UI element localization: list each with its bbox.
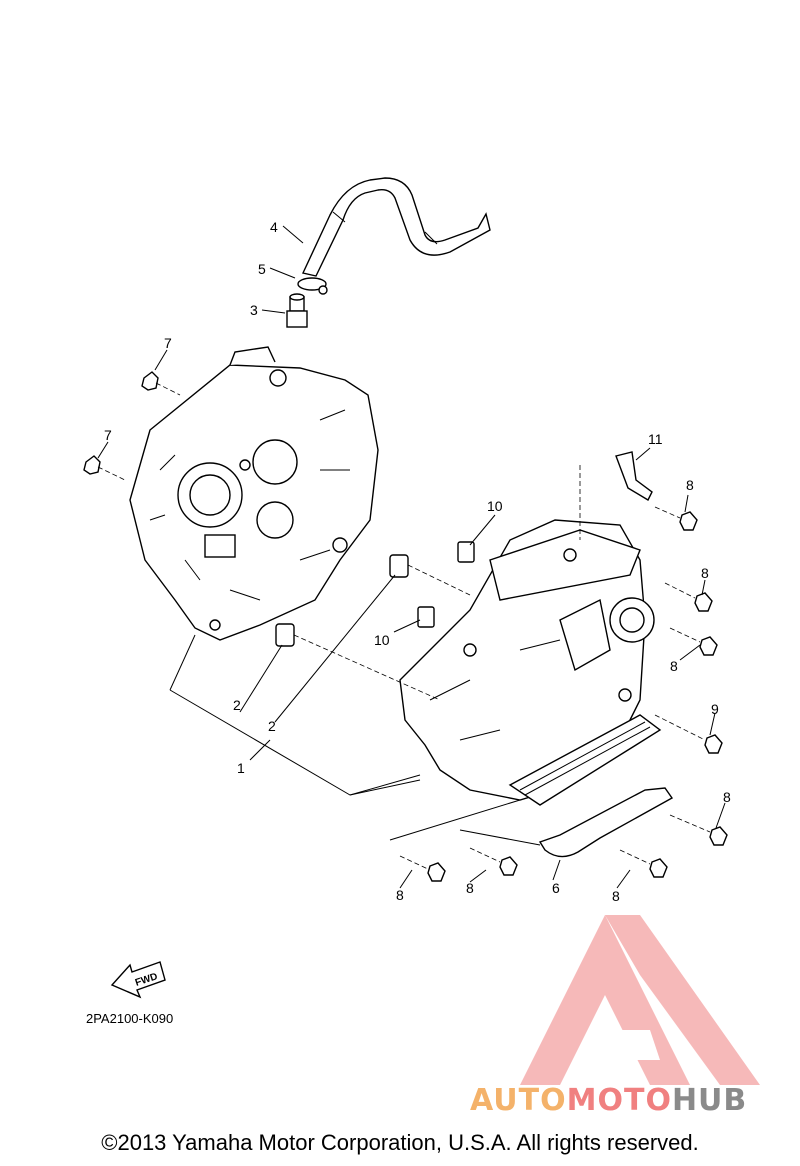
brand-part-hub: HUB <box>671 1083 748 1118</box>
crankcase-right <box>399 519 662 806</box>
label-1: 1 <box>237 760 245 776</box>
brand-part-moto: MOTO <box>566 1083 672 1118</box>
bolt-8-5 <box>399 855 446 882</box>
label-8c: 8 <box>670 658 678 674</box>
diagram-code: 2PA2100-K090 <box>86 1011 174 1026</box>
label-3: 3 <box>250 302 258 318</box>
bolt-8-6 <box>469 847 518 876</box>
label-8g: 8 <box>612 888 620 904</box>
label-11: 11 <box>648 431 663 447</box>
bracket-part-11 <box>615 451 653 501</box>
label-8a: 8 <box>686 477 694 493</box>
bolt-9 <box>654 714 723 754</box>
dowel-pins-part-2 <box>275 554 409 647</box>
brand-part-auto: AUTO <box>470 1083 567 1118</box>
label-10a: 10 <box>487 498 503 514</box>
label-7b: 7 <box>104 427 112 443</box>
fitting-part-3 <box>286 293 308 328</box>
part-labels: 1 2 2 3 4 5 6 7 7 8 8 8 8 8 8 8 9 10 10 … <box>104 219 731 904</box>
bolt-8-1 <box>654 506 698 531</box>
leader-lines <box>97 225 726 889</box>
label-10b: 10 <box>374 632 390 648</box>
bolt-8-3 <box>669 627 718 656</box>
label-9: 9 <box>711 701 719 717</box>
hose-part-4 <box>302 177 491 277</box>
copyright-notice: ©2013 Yamaha Motor Corporation, U.S.A. A… <box>101 1130 699 1155</box>
label-2b: 2 <box>268 718 276 734</box>
bolt-7-lower <box>83 455 126 481</box>
label-5: 5 <box>258 261 266 277</box>
crankcase-left <box>129 346 379 641</box>
bolts <box>83 371 728 882</box>
bolt-8-2 <box>664 582 713 612</box>
label-6: 6 <box>552 880 560 896</box>
label-8d: 8 <box>723 789 731 805</box>
bolt-8-7 <box>619 849 668 878</box>
watermark-logo <box>520 915 760 1085</box>
label-8b: 8 <box>701 565 709 581</box>
plate-part-6 <box>538 787 674 858</box>
fwd-arrow-icon: FWD <box>110 961 166 999</box>
label-8e: 8 <box>396 887 404 903</box>
clip-part-5 <box>297 277 328 295</box>
label-8f: 8 <box>466 880 474 896</box>
bolt-7-upper <box>141 371 181 396</box>
label-7a: 7 <box>164 335 172 351</box>
watermark-brand: AUTOMOTOHUB <box>470 1083 747 1118</box>
bolt-8-4 <box>669 814 728 846</box>
label-2a: 2 <box>233 697 241 713</box>
bushings-part-10 <box>417 541 475 628</box>
label-4: 4 <box>270 219 278 235</box>
